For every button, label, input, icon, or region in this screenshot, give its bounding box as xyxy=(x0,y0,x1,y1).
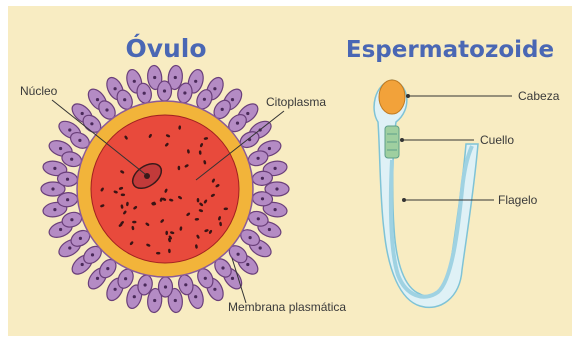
neck-leader-dot xyxy=(400,138,404,142)
corona-cell-nucleus xyxy=(78,139,81,142)
corona-cell-nucleus xyxy=(90,122,93,125)
corona-cell-nucleus xyxy=(183,91,186,94)
corona-cell-nucleus xyxy=(163,89,166,92)
corona-cell-nucleus xyxy=(213,288,216,291)
corona-cell-nucleus xyxy=(96,277,99,280)
corona-cell-nucleus xyxy=(213,87,216,90)
head-label: Cabeza xyxy=(518,89,560,103)
corona-cell-nucleus xyxy=(81,112,84,115)
corona-cell-nucleus xyxy=(123,98,126,101)
corona-cell-nucleus xyxy=(105,108,108,111)
corona-cell-nucleus xyxy=(164,285,167,288)
corona-cell-nucleus xyxy=(81,263,84,266)
corona-cell-nucleus xyxy=(174,76,177,79)
corona-cell-nucleus xyxy=(51,187,54,190)
cytoplasm-area xyxy=(91,115,239,263)
neck-label: Cuello xyxy=(480,133,514,147)
ovum-title: Óvulo xyxy=(125,33,206,63)
nucleus-label: Núcleo xyxy=(20,84,58,98)
corona-cell-nucleus xyxy=(194,80,197,83)
sperm-head xyxy=(379,80,405,114)
corona-cell-nucleus xyxy=(221,108,224,111)
corona-cell-nucleus xyxy=(66,198,69,201)
corona-cell-nucleus xyxy=(221,266,224,269)
corona-cell-nucleus xyxy=(236,122,239,125)
flagellum-label: Flagelo xyxy=(498,193,538,207)
corona-cell-nucleus xyxy=(70,218,73,221)
sperm-title: Espermatozoide xyxy=(346,37,554,63)
corona-cell-nucleus xyxy=(53,208,56,211)
corona-cell-nucleus xyxy=(144,283,147,286)
corona-cell-nucleus xyxy=(274,208,277,211)
corona-cell-nucleus xyxy=(66,178,69,181)
corona-cell-nucleus xyxy=(124,277,127,280)
corona-cell-nucleus xyxy=(174,299,177,302)
corona-cell-nucleus xyxy=(268,228,271,231)
corona-cell-nucleus xyxy=(79,237,82,240)
corona-cell-nucleus xyxy=(203,98,206,101)
corona-cell-nucleus xyxy=(261,197,264,200)
cytoplasm-label: Citoplasma xyxy=(266,95,326,109)
corona-cell-nucleus xyxy=(231,277,234,280)
corona-cell-nucleus xyxy=(204,277,207,280)
corona-cell-nucleus xyxy=(68,246,71,249)
corona-cell-nucleus xyxy=(114,87,117,90)
corona-cell-nucleus xyxy=(257,157,260,160)
corona-cell-nucleus xyxy=(153,76,156,79)
corona-cell-nucleus xyxy=(268,147,271,150)
corona-cell-nucleus xyxy=(91,253,94,256)
corona-cell-nucleus xyxy=(231,98,234,101)
corona-cell-nucleus xyxy=(194,295,197,298)
head-leader-dot xyxy=(406,94,410,98)
corona-cell-nucleus xyxy=(133,80,136,83)
corona-cell-nucleus xyxy=(133,295,136,298)
corona-cell-nucleus xyxy=(53,167,56,170)
corona-cell-nucleus xyxy=(143,92,146,95)
corona-cell-nucleus xyxy=(106,267,109,270)
corona-cell-nucleus xyxy=(68,128,71,131)
flagellum-leader-dot xyxy=(402,198,406,202)
corona-cell-nucleus xyxy=(184,283,187,286)
corona-cell-nucleus xyxy=(261,177,264,180)
corona-cell-nucleus xyxy=(274,167,277,170)
corona-cell-nucleus xyxy=(114,288,117,291)
corona-cell-nucleus xyxy=(246,263,249,266)
corona-cell-nucleus xyxy=(70,158,73,161)
corona-cell-nucleus xyxy=(153,299,156,302)
corona-cell-nucleus xyxy=(259,246,262,249)
corona-cell-nucleus xyxy=(257,217,260,220)
corona-cell-nucleus xyxy=(249,236,252,239)
corona-cell-nucleus xyxy=(246,112,249,115)
corona-cell-nucleus xyxy=(96,98,99,101)
corona-cell-nucleus xyxy=(59,147,62,150)
corona-cell-nucleus xyxy=(237,253,240,256)
corona-cell-nucleus xyxy=(275,187,278,190)
membrane-label: Membrana plasmática xyxy=(228,300,346,314)
corona-cell-nucleus xyxy=(59,228,62,231)
